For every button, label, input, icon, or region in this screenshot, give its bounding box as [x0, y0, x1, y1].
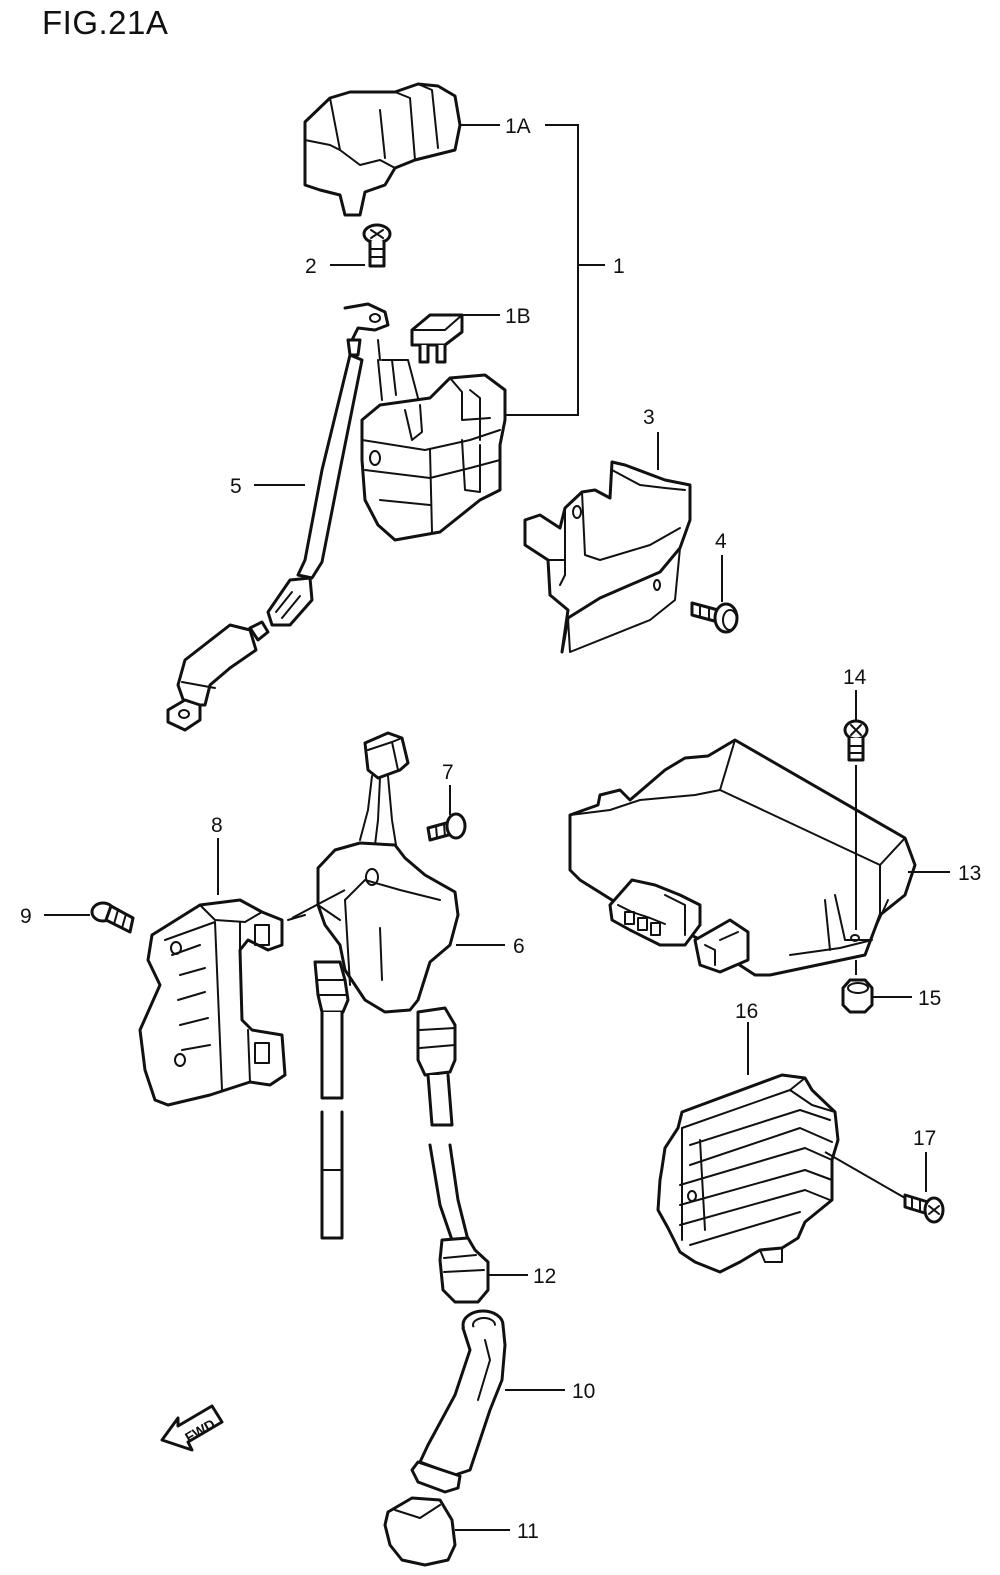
part-11-cap [383, 1496, 457, 1567]
part-2-screw [362, 223, 392, 268]
callout-4: 4 [715, 530, 727, 553]
part-15-nut [841, 978, 874, 1014]
callout-17: 17 [913, 1127, 936, 1150]
part-1B-fuse [410, 313, 464, 364]
part-9-screw [90, 901, 135, 934]
callout-6: 6 [513, 935, 525, 958]
callout-2: 2 [305, 255, 317, 278]
callout-9: 9 [20, 905, 32, 928]
part-6-ignition-coil [287, 731, 470, 1242]
figure-title: FIG.21A [42, 4, 169, 41]
part-14-screw [843, 719, 869, 762]
part-16-regulator-rectifier [656, 1073, 840, 1274]
callout-8: 8 [211, 814, 223, 837]
callout-1A: 1A [505, 115, 531, 138]
callout-13: 13 [958, 862, 981, 885]
part-13-ignitor-unit [568, 738, 917, 977]
callout-1: 1 [613, 255, 625, 278]
part-4-bolt [690, 601, 739, 634]
callout-16: 16 [735, 1000, 758, 1023]
part-1A-relay-cover [303, 82, 462, 217]
part-12-plug-cap [438, 1236, 490, 1304]
callout-15: 15 [918, 987, 941, 1010]
fwd-arrow-icon: FWD [160, 1404, 224, 1452]
leader-lines [44, 124, 950, 1531]
callout-labels: 1A 1 2 1B 3 4 5 14 7 8 13 9 6 15 16 17 1… [20, 115, 981, 1543]
part-3-relay-bracket [523, 460, 692, 654]
callout-5: 5 [230, 475, 242, 498]
part-5-battery-cable [166, 302, 390, 732]
part-1-starter-relay [360, 359, 507, 542]
callout-3: 3 [643, 406, 655, 429]
callout-14: 14 [843, 666, 867, 689]
part-7-screw [426, 812, 467, 842]
callout-12: 12 [533, 1265, 556, 1288]
part-8-coil-bracket [138, 898, 287, 1107]
callout-11: 11 [517, 1520, 539, 1543]
callout-1B: 1B [505, 305, 531, 328]
callout-10: 10 [572, 1380, 595, 1403]
callout-7: 7 [442, 761, 454, 784]
part-17-screw [903, 1193, 945, 1224]
part-10-plug-boot [410, 1309, 507, 1494]
